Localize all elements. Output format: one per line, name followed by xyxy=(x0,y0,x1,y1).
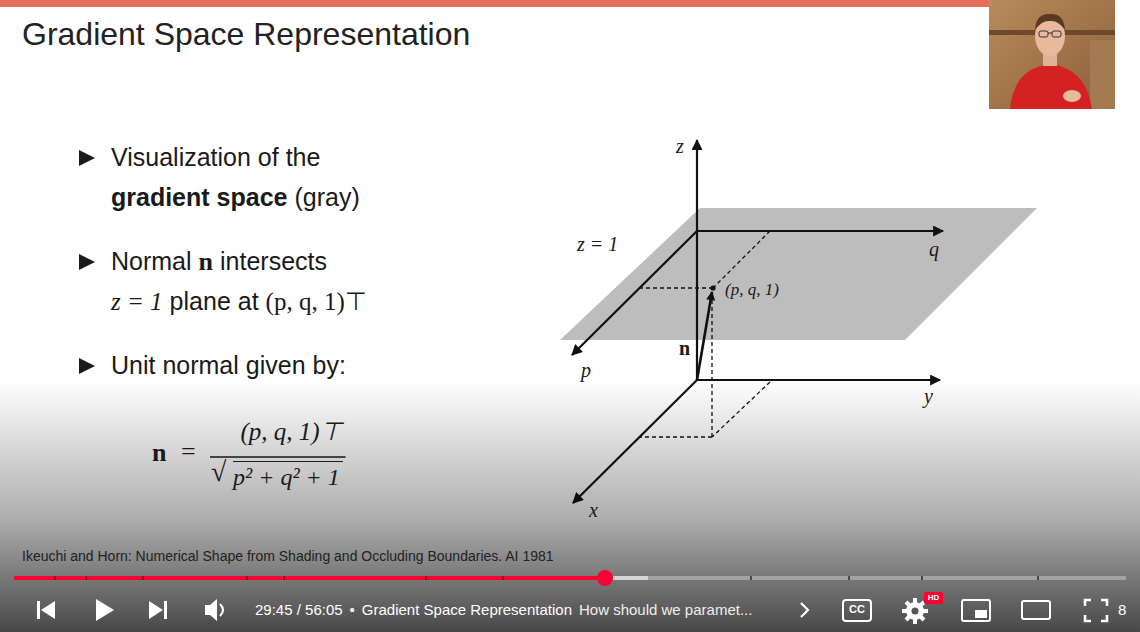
formula-symbol: n xyxy=(152,438,166,468)
text-line: gradient space(gray) xyxy=(111,183,360,212)
text-line: Unit normal given by: xyxy=(111,351,346,380)
gradient-plane xyxy=(560,208,1037,340)
bullet-marker xyxy=(79,150,95,166)
vector-label: n xyxy=(679,337,690,360)
hair xyxy=(1035,14,1065,30)
prev-icon xyxy=(41,601,55,619)
point-label: (p, q, 1) xyxy=(725,280,779,300)
bullet-text: intersects xyxy=(220,247,327,276)
theater-icon xyxy=(1022,601,1050,619)
plane-label: z = 1 xyxy=(577,233,618,256)
axis-label: q xyxy=(929,238,939,261)
progress-played xyxy=(14,576,605,580)
p-axis xyxy=(572,231,697,355)
accent-bar xyxy=(0,0,990,7)
separator-dot: • xyxy=(350,601,355,618)
progress-bar xyxy=(14,570,1126,586)
axis-label: y xyxy=(924,385,933,408)
volume-icon xyxy=(220,604,223,616)
fullscreen-icon xyxy=(1085,600,1107,621)
bullet-text: Normal xyxy=(111,247,192,276)
hd-text: HD xyxy=(924,593,943,602)
volume-icon xyxy=(205,599,217,621)
bullet-text: (gray) xyxy=(294,183,359,212)
text-line: Normalnintersects xyxy=(111,247,327,277)
normal-vector xyxy=(697,292,712,380)
time-display: 29:45 / 56:05 xyxy=(255,601,343,618)
text-line: Visualization of the xyxy=(111,143,320,172)
player-controls xyxy=(37,592,1107,624)
next-icon xyxy=(164,601,167,619)
bullet-text: n xyxy=(199,247,213,277)
captions-text: CC xyxy=(843,603,871,616)
webcam-background xyxy=(989,0,1115,109)
miniplayer-icon xyxy=(962,600,990,621)
captions-icon xyxy=(843,600,871,621)
miniplayer-icon xyxy=(975,610,987,618)
dashed-line xyxy=(640,287,713,288)
axis-label: x xyxy=(589,499,598,522)
slide-number: 8 xyxy=(1118,601,1126,618)
bullet-text: z = 1 xyxy=(111,288,163,317)
play-icon xyxy=(96,599,114,621)
bullet-text: (p, q, 1)⊤ xyxy=(266,288,367,317)
bullet-text: plane at xyxy=(170,287,259,316)
text-line: 29:45 / 56:05 • Gradient Space Representat… xyxy=(255,601,752,618)
chapter-gaps xyxy=(54,576,1039,580)
bullet-marker xyxy=(79,254,95,270)
video-description: How should we paramet... xyxy=(579,601,752,618)
chapter-title: Gradient Space Representation xyxy=(362,601,572,618)
prev-icon xyxy=(37,601,40,619)
hand xyxy=(1063,90,1081,102)
player-gradient xyxy=(0,380,1140,632)
bullet-marker xyxy=(79,358,95,374)
bullet-text: Unit normal given by: xyxy=(111,351,346,380)
next-icon xyxy=(149,601,163,619)
door xyxy=(1090,40,1115,109)
radical-sign: √ xyxy=(211,456,226,488)
intersection-point xyxy=(710,285,715,290)
webcam-inset xyxy=(989,0,1115,109)
red-shirt xyxy=(1010,64,1092,109)
z-axis xyxy=(696,140,698,380)
bullet-text: gradient space xyxy=(111,183,287,212)
hd-badge xyxy=(924,592,943,604)
q-axis xyxy=(697,230,943,232)
formula-numerator: (p, q, 1)⊤ xyxy=(240,418,341,447)
citation: Ikeuchi and Horn: Numerical Shape from S… xyxy=(22,548,554,564)
slide-title: Gradient Space Representation xyxy=(22,16,470,53)
bullet-text: Visualization of the xyxy=(111,143,320,172)
text-line: z = 1plane at(p, q, 1)⊤ xyxy=(111,287,367,317)
glasses xyxy=(1039,31,1061,37)
axis-label: p xyxy=(581,359,591,382)
axis-label: z xyxy=(676,135,684,158)
dashed-line xyxy=(713,231,770,288)
formula-symbol: = xyxy=(181,437,196,467)
scrubber xyxy=(597,570,613,586)
progress-track xyxy=(14,576,1126,580)
formula-radicand: p² + q² + 1 xyxy=(233,461,343,492)
chevron-icon xyxy=(801,603,808,617)
